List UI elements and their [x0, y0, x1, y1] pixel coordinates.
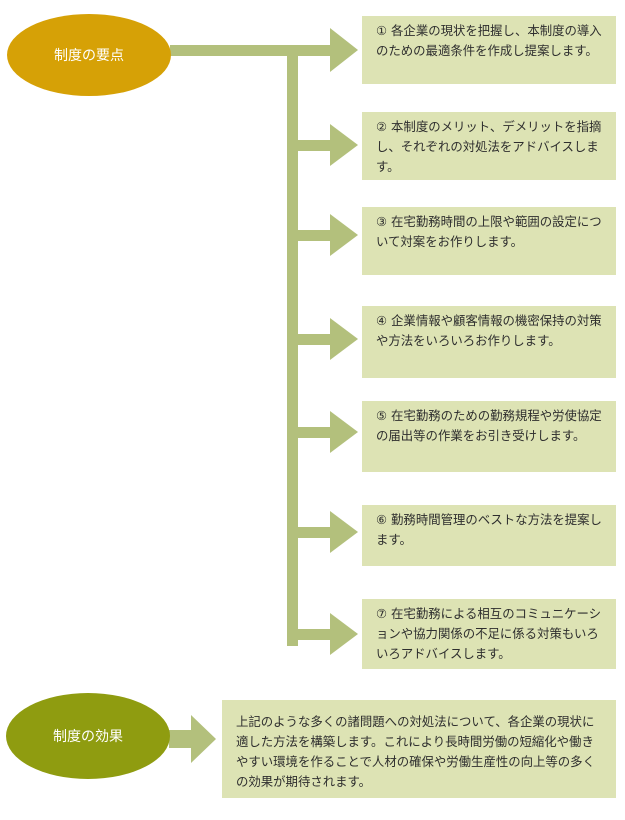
point-text-6: ⑥ 勤務時間管理のベストな方法を提案します。: [376, 512, 602, 547]
point-text-4: ④ 企業情報や顧客情報の機密保持の対策や方法をいろいろお作りします。: [376, 313, 602, 348]
points-label: 制度の要点: [54, 48, 124, 64]
point-box-3: ③ 在宅勤務時間の上限や範囲の設定について対案をお作りします。: [362, 207, 616, 275]
branch-3: [287, 230, 332, 241]
point-text-1: ① 各企業の現状を把握し、本制度の導入のための最適条件を作成し提案します。: [376, 23, 602, 58]
point-text-5: ⑤ 在宅勤務のための勤務規程や労使協定の届出等の作業をお引き受けします。: [376, 408, 602, 443]
effect-arrow-head: [191, 715, 216, 763]
arrow-2: [330, 124, 358, 166]
branch-2: [287, 140, 332, 151]
branch-7: [287, 629, 332, 640]
effects-box: 上記のような多くの諸問題への対処法について、各企業の現状に適した方法を構築します…: [222, 700, 616, 798]
point-text-3: ③ 在宅勤務時間の上限や範囲の設定について対案をお作りします。: [376, 214, 602, 249]
effects-text: 上記のような多くの諸問題への対処法について、各企業の現状に適した方法を構築します…: [236, 714, 595, 789]
effects-label: 制度の効果: [53, 729, 123, 745]
points-oval: 制度の要点: [7, 14, 171, 96]
arrow-1: [330, 28, 358, 72]
effect-arrow-shaft: [169, 730, 193, 748]
point-box-2: ② 本制度のメリット、デメリットを指摘し、それぞれの対処法をアドバイスします。: [362, 112, 616, 180]
arrow-7: [330, 613, 358, 655]
branch-4: [287, 334, 332, 345]
branch-5: [287, 427, 332, 438]
point-text-7: ⑦ 在宅勤務による相互のコミュニケーションや協力関係の不足に係る対策もいろいろア…: [376, 606, 602, 661]
vertical-trunk: [287, 45, 298, 646]
arrow-6: [330, 511, 358, 553]
branch-6: [287, 527, 332, 538]
point-box-5: ⑤ 在宅勤務のための勤務規程や労使協定の届出等の作業をお引き受けします。: [362, 401, 616, 472]
point-box-1: ① 各企業の現状を把握し、本制度の導入のための最適条件を作成し提案します。: [362, 16, 616, 84]
point-box-4: ④ 企業情報や顧客情報の機密保持の対策や方法をいろいろお作りします。: [362, 306, 616, 378]
point-box-6: ⑥ 勤務時間管理のベストな方法を提案します。: [362, 505, 616, 566]
arrow-3: [330, 214, 358, 256]
point-text-2: ② 本制度のメリット、デメリットを指摘し、それぞれの対処法をアドバイスします。: [376, 119, 602, 174]
effects-oval: 制度の効果: [6, 693, 170, 779]
main-connector-bar: [170, 45, 330, 56]
connector-group: [169, 28, 358, 763]
point-box-7: ⑦ 在宅勤務による相互のコミュニケーションや協力関係の不足に係る対策もいろいろア…: [362, 599, 616, 669]
arrow-4: [330, 318, 358, 360]
arrow-5: [330, 411, 358, 453]
